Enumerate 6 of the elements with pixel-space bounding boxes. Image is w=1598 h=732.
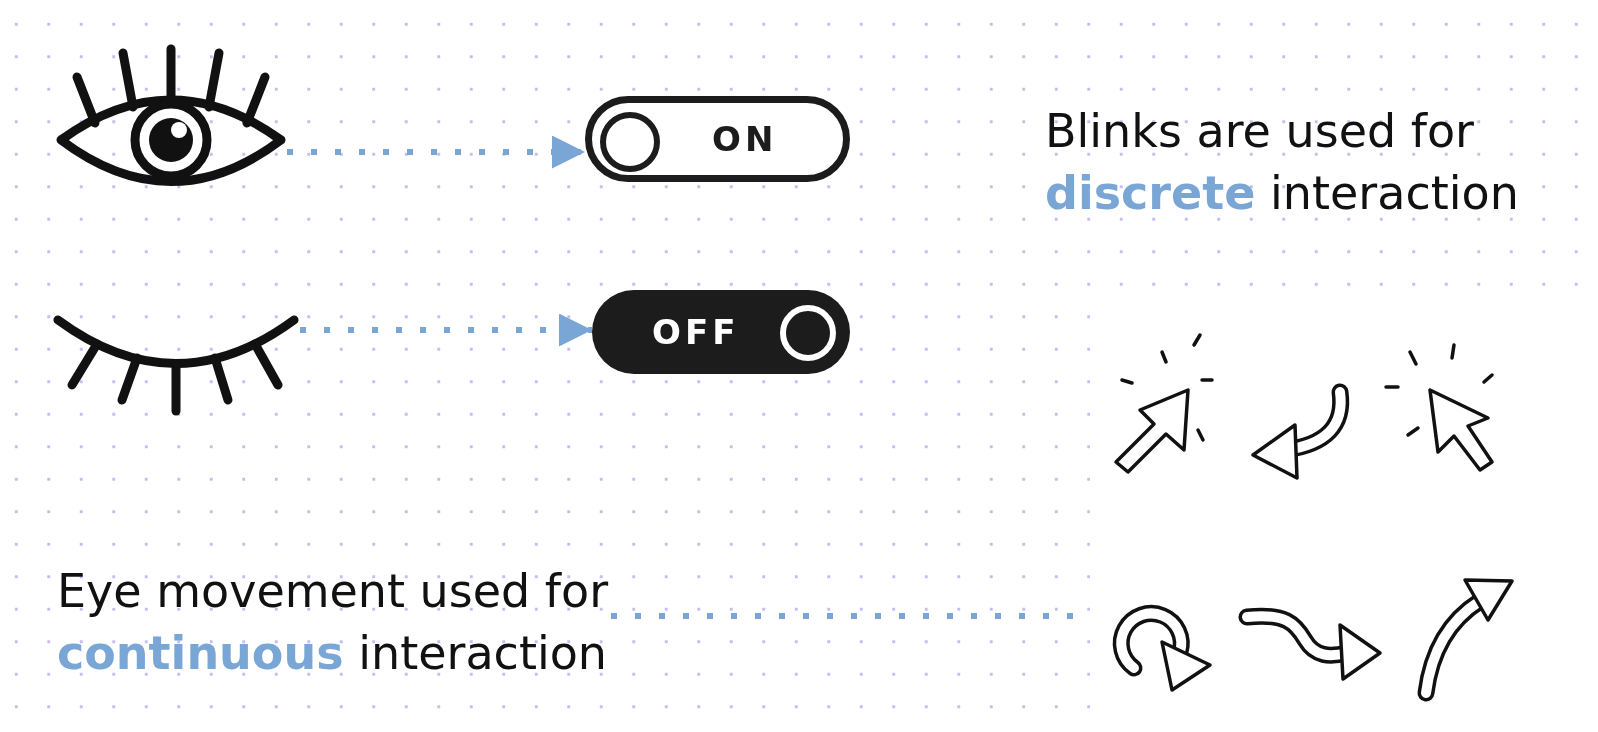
toggle-switch: ON [585,96,850,182]
dotted-arrow [287,135,585,169]
toggle-switch: OFF [592,290,850,374]
caption-text: Eye movement used for continuous interaction [57,560,611,695]
dotted-arrow [300,313,592,347]
caption-text: Blinks are used for discrete interaction [1045,103,1520,223]
